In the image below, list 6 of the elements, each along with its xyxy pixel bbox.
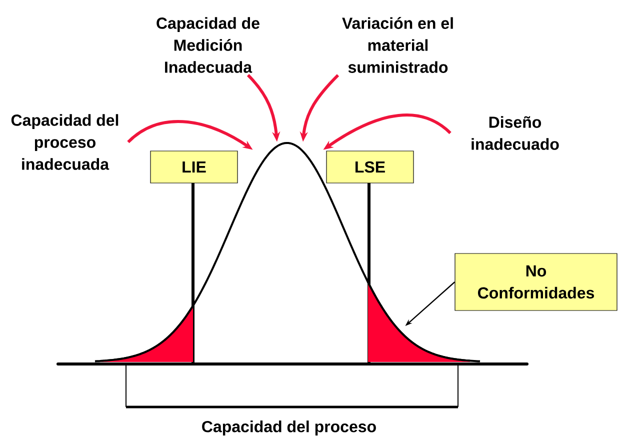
cause-label: Diseño inadecuado	[472, 116, 559, 150]
callout-box: No Conformidades	[454, 253, 618, 311]
cause-label: Capacidad de Medición Inadecuada	[156, 17, 260, 73]
cause-label: Capacidad del proceso inadecuada	[11, 114, 118, 170]
axis-caption: Capacidad del proceso	[202, 420, 376, 436]
cause-label: Variación en el material suministrado	[342, 17, 453, 73]
